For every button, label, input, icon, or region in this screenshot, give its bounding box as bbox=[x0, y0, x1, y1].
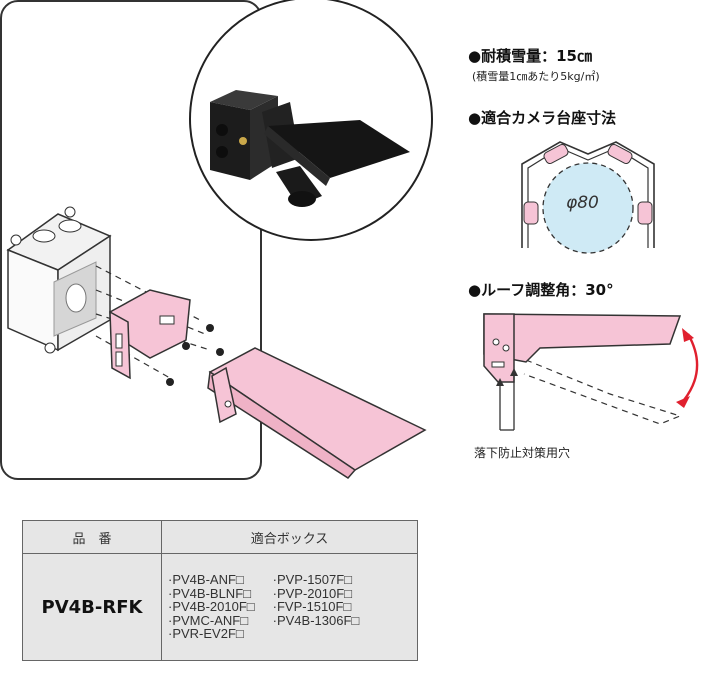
compatibility-table: 品 番 適合ボックス PV4B-RFK ·PV4B-ANF□ ·PV4B-BLN… bbox=[22, 520, 418, 661]
inset-photo-circle bbox=[189, 0, 433, 241]
diameter-label: φ80 bbox=[566, 193, 599, 213]
drop-prevention-label: 落下防止対策用穴 bbox=[474, 446, 571, 460]
camera-mount-heading: ●適合カメラ台座寸法 bbox=[468, 109, 617, 127]
model-cell: PV4B-RFK bbox=[22, 553, 162, 661]
pink-roof-drawing bbox=[207, 347, 427, 479]
boxes-column-left: ·PV4B-ANF□ ·PV4B-BLNF□ ·PV4B-2010F□ ·PVM… bbox=[168, 573, 255, 641]
snow-load-heading: ●耐積雪量：15㎝ bbox=[468, 47, 592, 65]
boxes-column-right: ·PVP-1507F□ ·PVP-2010F□ ·FVP-1510F□ ·PV4… bbox=[273, 573, 360, 641]
box-item: ·PVP-1507F□ bbox=[272, 572, 353, 588]
box-item: ·PVMC-ANF□ bbox=[168, 612, 249, 628]
header-model: 品 番 bbox=[22, 520, 162, 554]
boxes-cell: ·PV4B-ANF□ ·PV4B-BLNF□ ·PV4B-2010F□ ·PVM… bbox=[161, 553, 418, 661]
box-item: ·PV4B-2010F□ bbox=[168, 599, 255, 615]
header-boxes: 適合ボックス bbox=[161, 520, 418, 554]
snow-load-note: (積雪量1㎝あたり5kg/㎡) bbox=[472, 70, 600, 83]
roof-angle-diagram bbox=[483, 313, 699, 431]
box-item: ·PVR-EV2F□ bbox=[168, 626, 244, 642]
box-item: ·FVP-1510F□ bbox=[272, 599, 352, 615]
junction-box-drawing bbox=[6, 206, 112, 354]
box-item: ·PV4B-1306F□ bbox=[272, 612, 360, 628]
product-illustration bbox=[6, 0, 433, 479]
box-item: ·PVP-2010F□ bbox=[272, 585, 353, 601]
box-item: ·PV4B-BLNF□ bbox=[168, 585, 251, 601]
box-item: ·PV4B-ANF□ bbox=[168, 572, 244, 588]
roof-angle-heading: ●ルーフ調整角：30° bbox=[468, 281, 614, 299]
camera-mount-diagram bbox=[521, 141, 655, 254]
pink-bracket-drawing bbox=[109, 289, 224, 386]
